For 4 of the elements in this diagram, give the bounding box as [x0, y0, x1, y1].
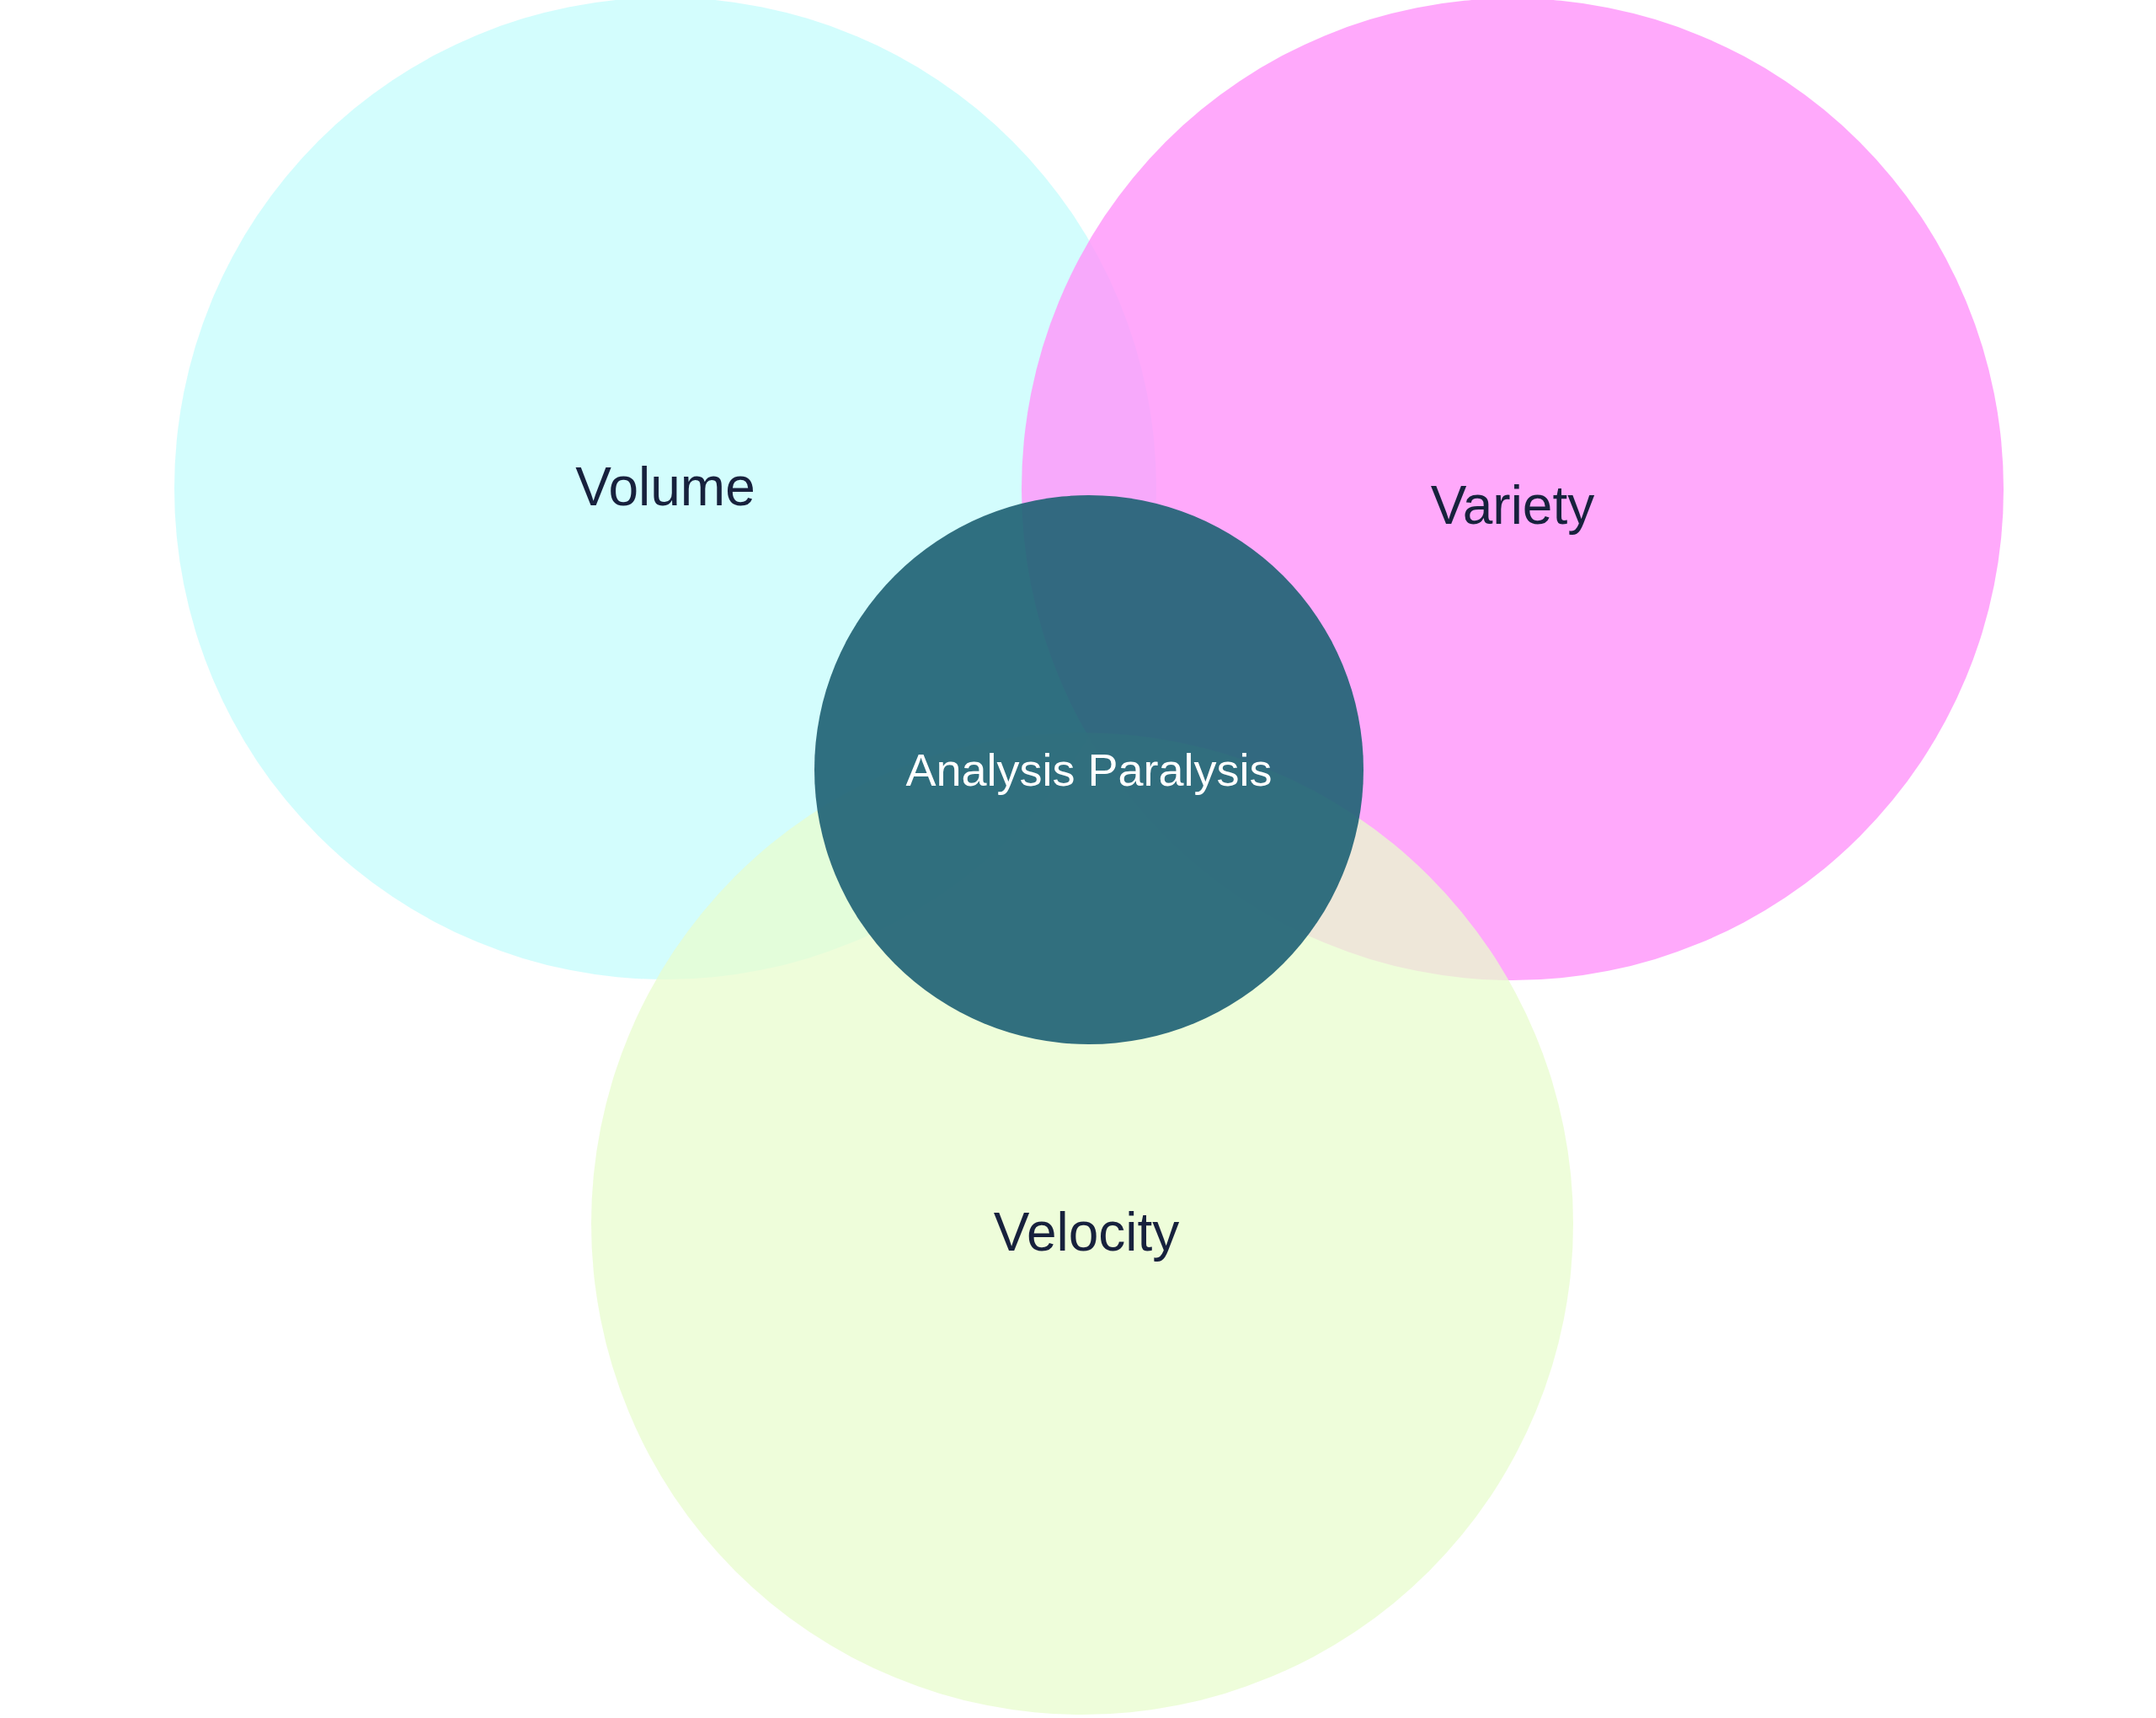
set-label: Analysis Paralysis — [905, 744, 1273, 796]
set-label: Velocity — [993, 1201, 1180, 1263]
set-label: Variety — [1430, 474, 1595, 536]
set-label: Volume — [575, 456, 755, 518]
